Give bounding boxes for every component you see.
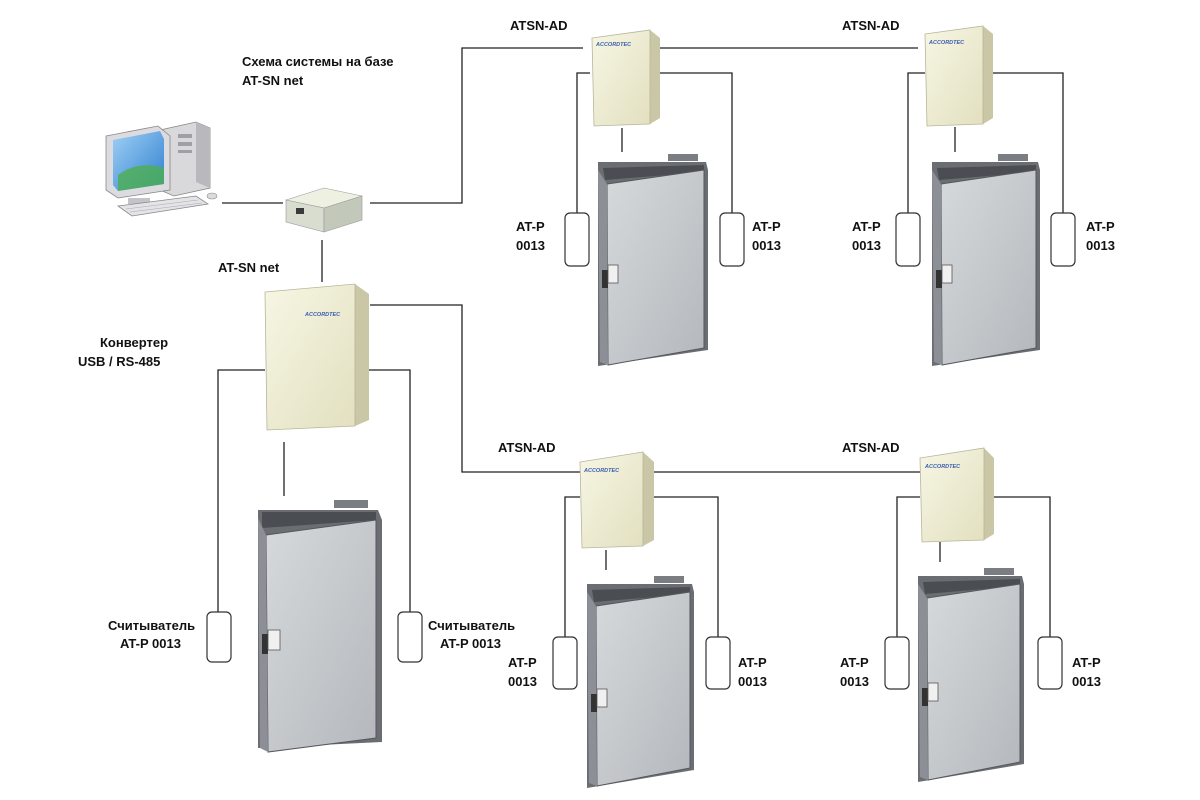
c3-reader-right-line-2: 0013	[738, 674, 767, 689]
controller-3-label: ATSN-AD	[498, 440, 556, 455]
reader-icon-main-right	[397, 611, 423, 663]
c3-brand-text: ACCORDTEC	[583, 468, 620, 474]
c2-reader-right-line-1: AT-P	[1086, 219, 1115, 234]
c2-brand-text: ACCORDTEC	[928, 40, 965, 46]
wire-c4-reader-right	[994, 496, 1051, 637]
wire-converter-bottom-bus	[370, 304, 580, 473]
controller-2-label: ATSN-AD	[842, 18, 900, 33]
reader-icon-c3-left	[552, 636, 578, 690]
converter-brand-text: ACCORDTEC	[304, 312, 341, 318]
controller-box-icon-3: ACCORDTEC	[579, 451, 654, 549]
title-line-2: AT-SN net	[242, 73, 304, 88]
title-line-1: Схема системы на базе	[242, 54, 393, 69]
hub-box-icon	[284, 187, 364, 233]
c3-reader-left-line-1: AT-P	[508, 655, 537, 670]
c2-reader-left-line-1: AT-P	[852, 219, 881, 234]
c4-brand-text: ACCORDTEC	[924, 464, 961, 470]
main-reader-left-line-2: AT-P 0013	[120, 636, 181, 651]
controller-1-label: ATSN-AD	[510, 18, 568, 33]
c2-reader-left-line-2: 0013	[852, 238, 881, 253]
controller-box-icon-2: ACCORDTEC	[924, 25, 993, 127]
readers	[206, 212, 1076, 690]
reader-icon-c1-left	[564, 212, 590, 267]
reader-icon-c2-left	[895, 212, 921, 267]
wire-conv-reader-right	[369, 369, 411, 612]
main-reader-left-line-1: Считыватель	[108, 618, 195, 633]
reader-icon-c2-right	[1050, 212, 1076, 267]
reader-icon-c3-right	[705, 636, 731, 690]
wire-c1-reader-left	[576, 72, 590, 213]
wire-hub-top-bus	[370, 47, 583, 204]
wire-c4-reader-left	[896, 496, 920, 637]
c3-reader-right-line-1: AT-P	[738, 655, 767, 670]
door-icon-2	[932, 154, 1040, 366]
wire-c3-reader-left	[564, 496, 580, 637]
door-icon-1	[598, 154, 708, 366]
c1-reader-right-line-2: 0013	[752, 238, 781, 253]
door-icon-4	[918, 568, 1024, 782]
wire-c3-reader-right	[654, 496, 719, 637]
c4-reader-left-line-1: AT-P	[840, 655, 869, 670]
labels: Схема системы на базе AT-SN net AT-SN ne…	[78, 18, 1115, 689]
c1-reader-left-line-2: 0013	[516, 238, 545, 253]
converter-box-icon: ACCORDTEC	[264, 283, 369, 431]
wires	[217, 47, 1064, 637]
converter-label-line-1: Конвертер	[100, 335, 168, 350]
c2-reader-right-line-2: 0013	[1086, 238, 1115, 253]
wire-c2-reader-right	[993, 72, 1064, 213]
computer-icon	[105, 121, 218, 217]
hub-label: AT-SN net	[218, 260, 280, 275]
c1-reader-left-line-1: AT-P	[516, 219, 545, 234]
c3-reader-left-line-2: 0013	[508, 674, 537, 689]
reader-icon-c4-left	[884, 636, 910, 690]
c4-reader-right-line-2: 0013	[1072, 674, 1101, 689]
door-icon-3	[587, 576, 694, 788]
c4-reader-right-line-1: AT-P	[1072, 655, 1101, 670]
main-reader-right-line-2: AT-P 0013	[440, 636, 501, 651]
wire-conv-reader-left	[217, 369, 265, 612]
c1-reader-right-line-1: AT-P	[752, 219, 781, 234]
c1-brand-text: ACCORDTEC	[595, 42, 632, 48]
controller-box-icon-4: ACCORDTEC	[919, 447, 994, 543]
controller-box-icon-1: ACCORDTEC	[591, 29, 660, 127]
door-icon-main	[258, 500, 382, 753]
wire-c2-reader-left	[907, 72, 925, 213]
converter-label-line-2: USB / RS-485	[78, 354, 160, 369]
reader-icon-c1-right	[719, 212, 745, 267]
reader-icon-main-left	[206, 611, 232, 663]
controller-4-label: ATSN-AD	[842, 440, 900, 455]
main-reader-right-line-1: Считыватель	[428, 618, 515, 633]
c4-reader-left-line-2: 0013	[840, 674, 869, 689]
reader-icon-c4-right	[1037, 636, 1063, 690]
wire-c1-reader-right	[660, 72, 733, 213]
